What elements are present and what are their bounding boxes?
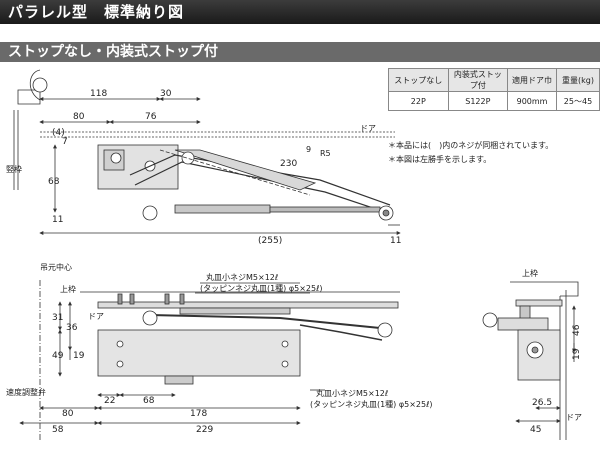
spec-table: ストップなし 内装式ストップ付 適用ドア巾 重量(kg) 22P S122P 9… bbox=[388, 68, 600, 111]
dim-r5: R5 bbox=[320, 149, 331, 158]
dim-68: 68 bbox=[48, 177, 60, 187]
label-pivot-center: 吊元中心 bbox=[40, 262, 72, 272]
spec-cell: 22P bbox=[388, 91, 449, 111]
label-door-top: ドア bbox=[360, 124, 376, 133]
spec-data-row: 22P S122P 900mm 25～45 bbox=[388, 91, 600, 111]
dim-80: 80 bbox=[73, 112, 85, 122]
dim-36: 36 bbox=[66, 323, 78, 333]
dim-68: 68 bbox=[143, 396, 155, 406]
dim-26-5: 26.5 bbox=[532, 398, 552, 408]
dim-58: 58 bbox=[52, 425, 64, 435]
label-screw2a: 丸皿小ネジM5×12ℓ bbox=[316, 388, 388, 398]
dim-11b: 11 bbox=[390, 236, 401, 246]
note-2: ＊本図は左勝手を示します。 bbox=[388, 155, 492, 164]
dim-80: 80 bbox=[62, 409, 74, 419]
dim-255: (255) bbox=[258, 236, 282, 246]
spec-header-row: ストップなし 内装式ストップ付 適用ドア巾 重量(kg) bbox=[388, 68, 600, 92]
note-1: ＊本品には( )内のネジが同梱されています。 bbox=[388, 141, 554, 150]
dim-19-side: 19 bbox=[572, 348, 582, 360]
dim-19: 19 bbox=[73, 351, 85, 361]
dim-118: 118 bbox=[90, 89, 107, 99]
dim-230: 230 bbox=[280, 159, 297, 169]
spec-cell: 25～45 bbox=[555, 91, 600, 111]
label-upper-frame-right: 上枠 bbox=[522, 268, 538, 278]
dim-178: 178 bbox=[190, 409, 207, 419]
dim-76: 76 bbox=[145, 112, 157, 122]
title-bar: パラレル型 標準納り図 bbox=[0, 0, 600, 24]
subtitle-bar: ストップなし・内装式ストップ付 bbox=[0, 42, 600, 62]
spec-header-cell: 重量(kg) bbox=[555, 68, 600, 92]
label-screw2b: (タッピンネジ丸皿(1種) φ5×25ℓ) bbox=[310, 399, 433, 409]
label-frame: 竪枠 bbox=[6, 164, 22, 174]
side-view bbox=[482, 281, 579, 440]
dim-7: 7 bbox=[62, 137, 68, 147]
bottom-elevation-view bbox=[19, 280, 400, 440]
dim-46: 46 bbox=[572, 324, 582, 336]
dim-45: 45 bbox=[530, 425, 541, 435]
dim-22: 22 bbox=[104, 396, 115, 406]
dim-229: 229 bbox=[196, 425, 213, 435]
dim-49: 49 bbox=[52, 351, 64, 361]
label-screw1a: 丸皿小ネジM5×12ℓ bbox=[206, 272, 278, 282]
dim-4: (4) bbox=[52, 128, 65, 138]
spec-header-cell: 適用ドア巾 bbox=[507, 68, 557, 92]
dim-11a: 11 bbox=[52, 215, 63, 225]
top-dim-labels: 118 30 80 76 (4) 7 68 11 230 (255) 11 9 … bbox=[6, 89, 401, 246]
page-title: パラレル型 標準納り図 bbox=[8, 3, 185, 21]
dim-30: 30 bbox=[160, 89, 172, 99]
top-plan-view bbox=[13, 69, 401, 235]
side-dim-labels: 上枠 ドア 46 19 26.5 45 bbox=[522, 268, 582, 435]
bottom-dim-labels: 吊元中心 上枠 ドア 速度調整弁 丸皿小ネジM5×12ℓ (タッピンネジ丸皿(1… bbox=[6, 262, 433, 435]
label-upper-frame: 上枠 bbox=[60, 284, 76, 294]
label-speed-valve: 速度調整弁 bbox=[6, 387, 46, 397]
label-door-mid: ドア bbox=[88, 312, 104, 321]
dim-31: 31 bbox=[52, 313, 63, 323]
label-door-right: ドア bbox=[566, 413, 582, 422]
page-subtitle: ストップなし・内装式ストップ付 bbox=[8, 44, 218, 60]
label-screw1b: (タッピンネジ丸皿(1種) φ5×25ℓ) bbox=[200, 283, 323, 293]
dim-9: 9 bbox=[306, 145, 311, 154]
